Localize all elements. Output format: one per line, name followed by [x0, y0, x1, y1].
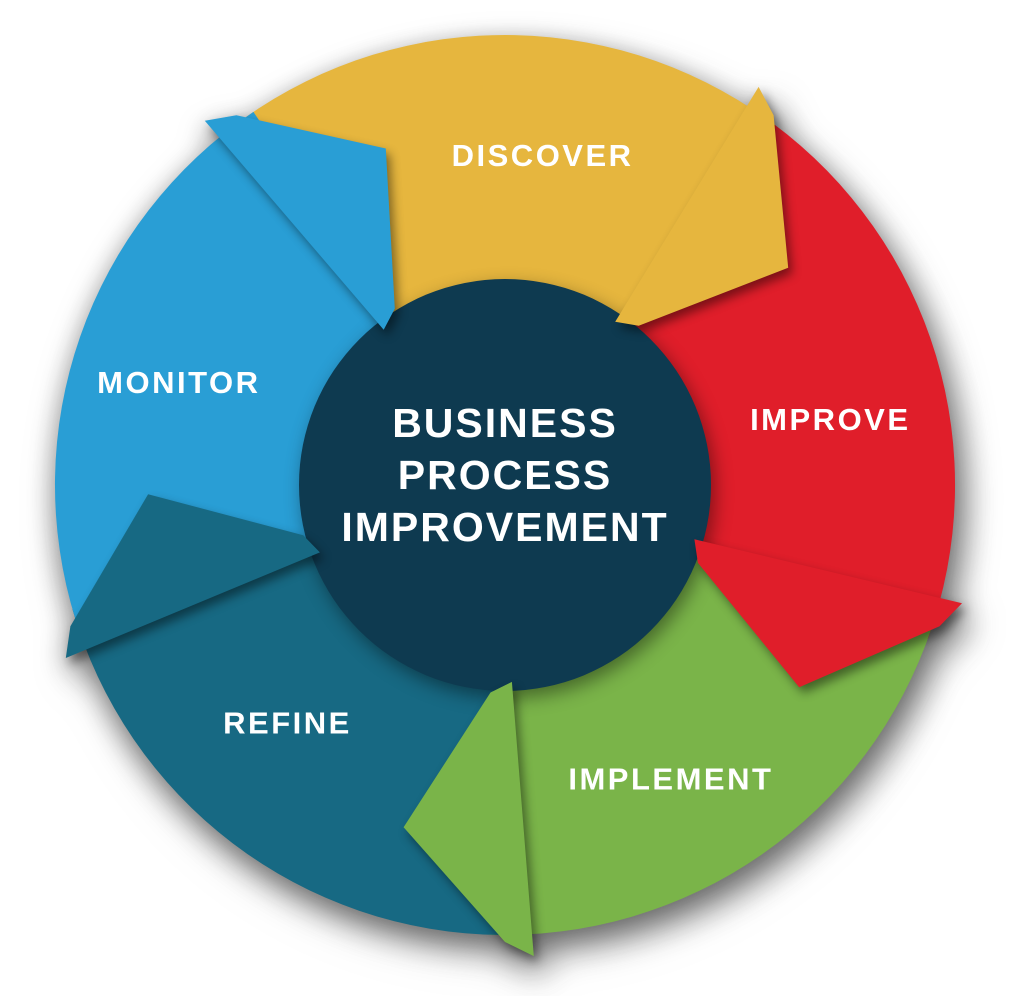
segment-label-improve: IMPROVE [750, 402, 910, 437]
center-title: BUSINESS PROCESS IMPROVEMENT [341, 400, 668, 550]
segment-label-monitor: MONITOR [97, 365, 260, 400]
segment-label-refine: REFINE [223, 705, 352, 740]
segment-label-discover: DISCOVER [452, 138, 634, 173]
center-title-line-3: IMPROVEMENT [341, 504, 668, 550]
arrow-head-discover [615, 86, 789, 326]
arrow-head-refine [65, 494, 320, 658]
arrow-ring [54, 35, 962, 957]
center-disc [299, 279, 711, 691]
segment-labels: DISCOVER IMPROVE IMPLEMENT REFINE MONITOR [97, 138, 910, 796]
arrow-head-implement [403, 681, 534, 957]
arrow-heads [65, 86, 962, 957]
center-circle [299, 279, 711, 691]
arrow-head-improve [694, 539, 962, 688]
arrow-head-monitor [204, 115, 395, 330]
segment-label-implement: IMPLEMENT [568, 761, 773, 796]
center-title-line-1: BUSINESS [392, 400, 618, 446]
arrow-body-refine [72, 541, 504, 935]
center-title-line-2: PROCESS [398, 452, 613, 498]
